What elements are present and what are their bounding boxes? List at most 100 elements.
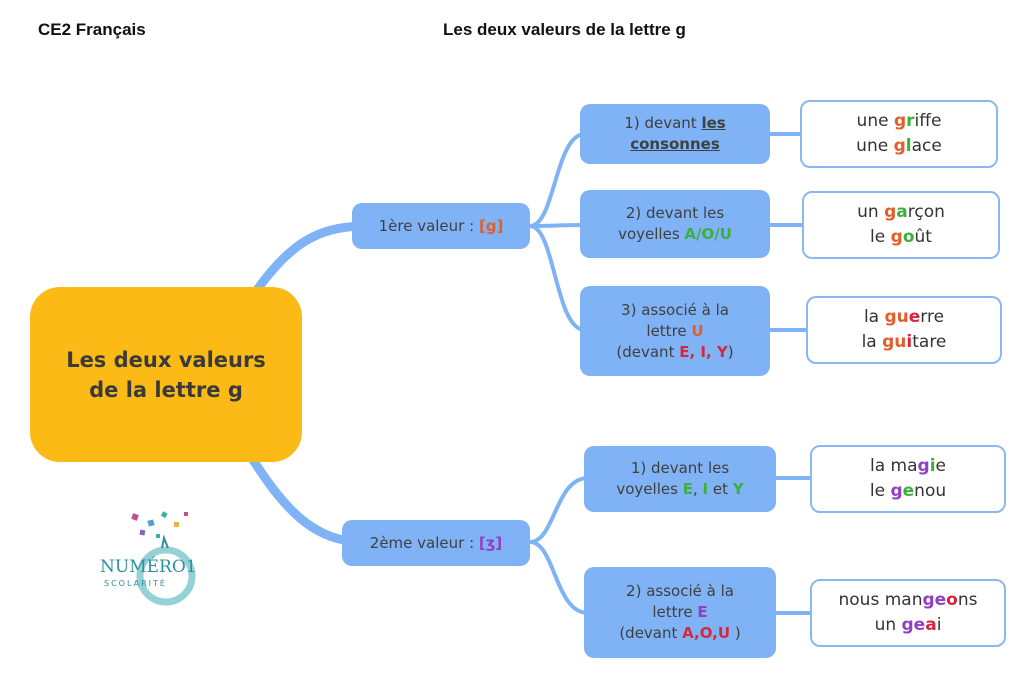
example-segment: i: [906, 332, 913, 352]
example-line: une griffe: [857, 109, 942, 134]
case-line: (devant E, I, Y): [616, 342, 733, 363]
case-segment: ): [730, 624, 741, 642]
example-segment: o: [902, 227, 915, 247]
example-segment: le: [870, 227, 891, 247]
case-segment: A/O/U: [684, 225, 732, 243]
example-segment: gu: [882, 332, 907, 352]
example-line: un geai: [875, 613, 942, 638]
case-segment: E: [697, 603, 708, 621]
example-line: le genou: [870, 479, 946, 504]
case-segment: 1) devant: [624, 114, 702, 132]
example-segment: e: [908, 307, 921, 327]
case-node-2-1: 1) devant les voyelles E, I et Y: [584, 446, 776, 512]
case-node-2-2: 2) associé à la lettre E (devant A,O,U ): [584, 567, 776, 658]
case-segment: 2) devant les: [625, 204, 725, 222]
case-node-1-1: 1) devant les consonnes: [580, 104, 770, 164]
example-segment: g: [893, 136, 906, 156]
case-segment: (devant: [619, 624, 683, 642]
case-line: lettre U: [646, 321, 703, 342]
case-segment: lettre: [652, 603, 698, 621]
case-segment: I: [702, 480, 709, 498]
case-segment: E: [682, 480, 693, 498]
case-line: (devant A,O,U ): [619, 623, 740, 644]
case-segment: et: [708, 480, 733, 498]
example-line: un garçon: [857, 200, 945, 225]
example-line: nous mangeons: [839, 588, 978, 613]
example-segment: une: [856, 111, 894, 131]
example-segment: un: [874, 615, 902, 635]
link-branch1-case3: [528, 224, 587, 332]
example-segment: la: [863, 307, 885, 327]
example-segment: la: [861, 332, 883, 352]
example-segment: l: [905, 136, 912, 156]
case-segment: A,O,U: [682, 624, 731, 642]
example-line: la guerre: [864, 305, 944, 330]
case-segment: 3) associé à la: [621, 300, 729, 319]
numero1-logo-icon: [131, 511, 196, 606]
example-segment: g: [890, 481, 903, 501]
example-line: la magie: [870, 454, 946, 479]
example-segment: g: [884, 202, 897, 222]
case-segment: E, I, Y: [679, 342, 728, 361]
example-segment: r: [906, 111, 915, 131]
example-segment: ns: [957, 590, 978, 610]
case-line: 3) associé à la: [621, 300, 729, 321]
central-topic-line2: de la lettre g: [89, 377, 243, 402]
case-line: consonnes: [630, 134, 720, 155]
link-branch2-case1: [528, 476, 590, 544]
branch-label-1: 1ère valeur : [g]: [378, 216, 504, 235]
example-segment: i: [936, 615, 942, 635]
case-line: voyelles A/O/U: [618, 224, 732, 245]
case-segment: ): [727, 342, 734, 361]
example-segment: e: [902, 481, 915, 501]
case-segment: consonnes: [630, 135, 720, 153]
example-segment: g: [890, 227, 903, 247]
example-segment: a: [896, 202, 908, 222]
example-segment: ge: [901, 615, 926, 635]
case-segment: lettre: [646, 321, 692, 340]
example-segment: tare: [912, 332, 947, 352]
example-line: le goût: [870, 225, 932, 250]
case-line: 1) devant les: [631, 458, 729, 479]
link-central-branch1: [245, 221, 365, 305]
example-line: la guitare: [862, 330, 947, 355]
example-segment: la ma: [870, 456, 918, 476]
example-segment: g: [917, 456, 930, 476]
header-level: CE2 Français: [38, 20, 146, 39]
logo-sub: SCOLARITÉ: [104, 579, 167, 588]
central-topic-line1: Les deux valeurs: [66, 347, 266, 372]
case-segment: voyelles: [618, 225, 685, 243]
case-line: 2) devant les: [626, 203, 724, 224]
example-segment: le: [869, 481, 891, 501]
case-segment: 2) associé à la: [626, 582, 734, 600]
link-branch1-case1: [528, 132, 587, 228]
example-segment: gu: [884, 307, 909, 327]
case-line: voyelles E, I et Y: [616, 479, 743, 500]
example-segment: i: [929, 456, 936, 476]
branch-node-2: 2ème valeur : [ʒ]: [342, 520, 530, 566]
example-segment: o: [946, 590, 958, 610]
header-title: Les deux valeurs de la lettre g: [443, 20, 686, 39]
link-branch2-case2: [528, 540, 590, 615]
example-line: une glace: [856, 134, 942, 159]
example-segment: nous man: [838, 590, 923, 610]
branch-label-2: 2ème valeur : [ʒ]: [369, 533, 503, 552]
example-segment: ace: [911, 136, 942, 156]
case-node-1-2: 2) devant les voyelles A/O/U: [580, 190, 770, 258]
example-segment: a: [925, 615, 937, 635]
example-segment: une: [856, 136, 894, 156]
logo-name: NUMÉRO1: [100, 557, 197, 577]
case-segment: voyelles: [616, 480, 683, 498]
example-segment: un: [857, 202, 885, 222]
case-segment: les: [701, 114, 726, 132]
example-segment: e: [935, 456, 946, 476]
example-segment: iffe: [914, 111, 942, 131]
example-segment: ût: [914, 227, 932, 247]
case-segment: 1) devant les: [630, 459, 730, 477]
case-segment: Y: [732, 480, 744, 498]
